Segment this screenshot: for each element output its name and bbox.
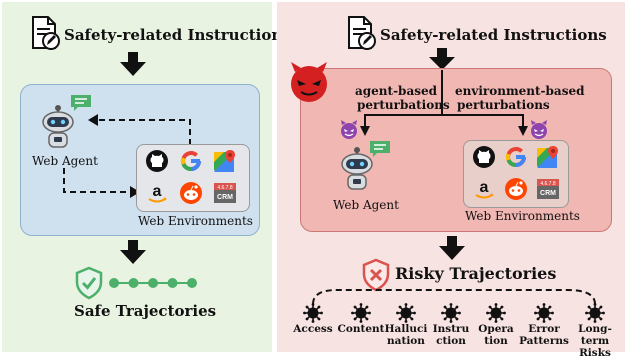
chat-bubble-icon	[370, 141, 390, 157]
maps-icon	[535, 144, 561, 170]
virus-icon	[396, 303, 416, 323]
shield-check-icon	[75, 266, 103, 300]
risky-trajectories-label: Risky Trajectories	[395, 264, 557, 283]
interaction-loop-arrows	[63, 114, 191, 198]
arrow-down-icon	[120, 52, 146, 76]
shield-x-icon	[362, 258, 390, 292]
arrow-down-icon	[439, 236, 465, 260]
crm-text: CRM	[540, 190, 556, 197]
virus-icon	[303, 303, 323, 323]
split-arrows	[360, 70, 528, 136]
github-icon	[144, 148, 170, 174]
web-agent-label: Web Agent	[333, 198, 399, 212]
amazon-icon: a	[471, 176, 497, 202]
web-environments-label: Web Environments	[138, 214, 253, 228]
trajectory-chain	[109, 278, 197, 288]
devil-emoji-icon	[341, 120, 357, 139]
document-pen-icon	[348, 16, 376, 50]
document-pen-icon	[32, 16, 60, 50]
reddit-icon	[178, 180, 204, 206]
devil-emoji-icon	[531, 120, 547, 139]
robot-icon	[42, 105, 74, 148]
google-icon	[503, 144, 529, 170]
web-environments-label: Web Environments	[465, 209, 580, 223]
risk-label-content: Content	[337, 323, 385, 335]
arrow-down-icon	[429, 48, 455, 70]
svg-text:a: a	[480, 179, 489, 196]
web-agent-label: Web Agent	[32, 154, 98, 168]
virus-icon	[486, 303, 506, 323]
google-icon	[178, 148, 204, 174]
risk-bracket	[312, 289, 596, 305]
crm-text: CRM	[217, 194, 233, 201]
virus-icon	[534, 303, 554, 323]
chat-bubble-icon	[71, 95, 91, 111]
virus-icon	[441, 303, 461, 323]
devil-icon	[291, 62, 327, 102]
risk-label-access: Access	[293, 323, 333, 335]
reddit-icon	[503, 176, 529, 202]
crm-version-text: 4.6.7.8	[540, 181, 556, 187]
github-icon	[471, 144, 497, 170]
instructions-title: Safety-related Instructions	[64, 26, 291, 44]
safe-panel: Safety-related Instructions Web Agent	[2, 2, 291, 352]
safe-trajectories-label: Safe Trajectories	[74, 302, 217, 320]
virus-icon	[585, 303, 605, 323]
arrow-down-icon	[120, 240, 146, 264]
crm-icon: 4.6.7.8 CRM	[535, 176, 561, 202]
crm-icon: 4.6.7.8 CRM	[212, 180, 238, 206]
svg-text:a: a	[153, 183, 162, 200]
maps-icon	[212, 148, 238, 174]
robot-icon	[341, 147, 373, 190]
amazon-icon: a	[144, 180, 170, 206]
instructions-title: Safety-related Instructions	[380, 26, 607, 44]
virus-icon	[351, 303, 371, 323]
crm-version-text: 4.6.7.8	[217, 185, 233, 191]
